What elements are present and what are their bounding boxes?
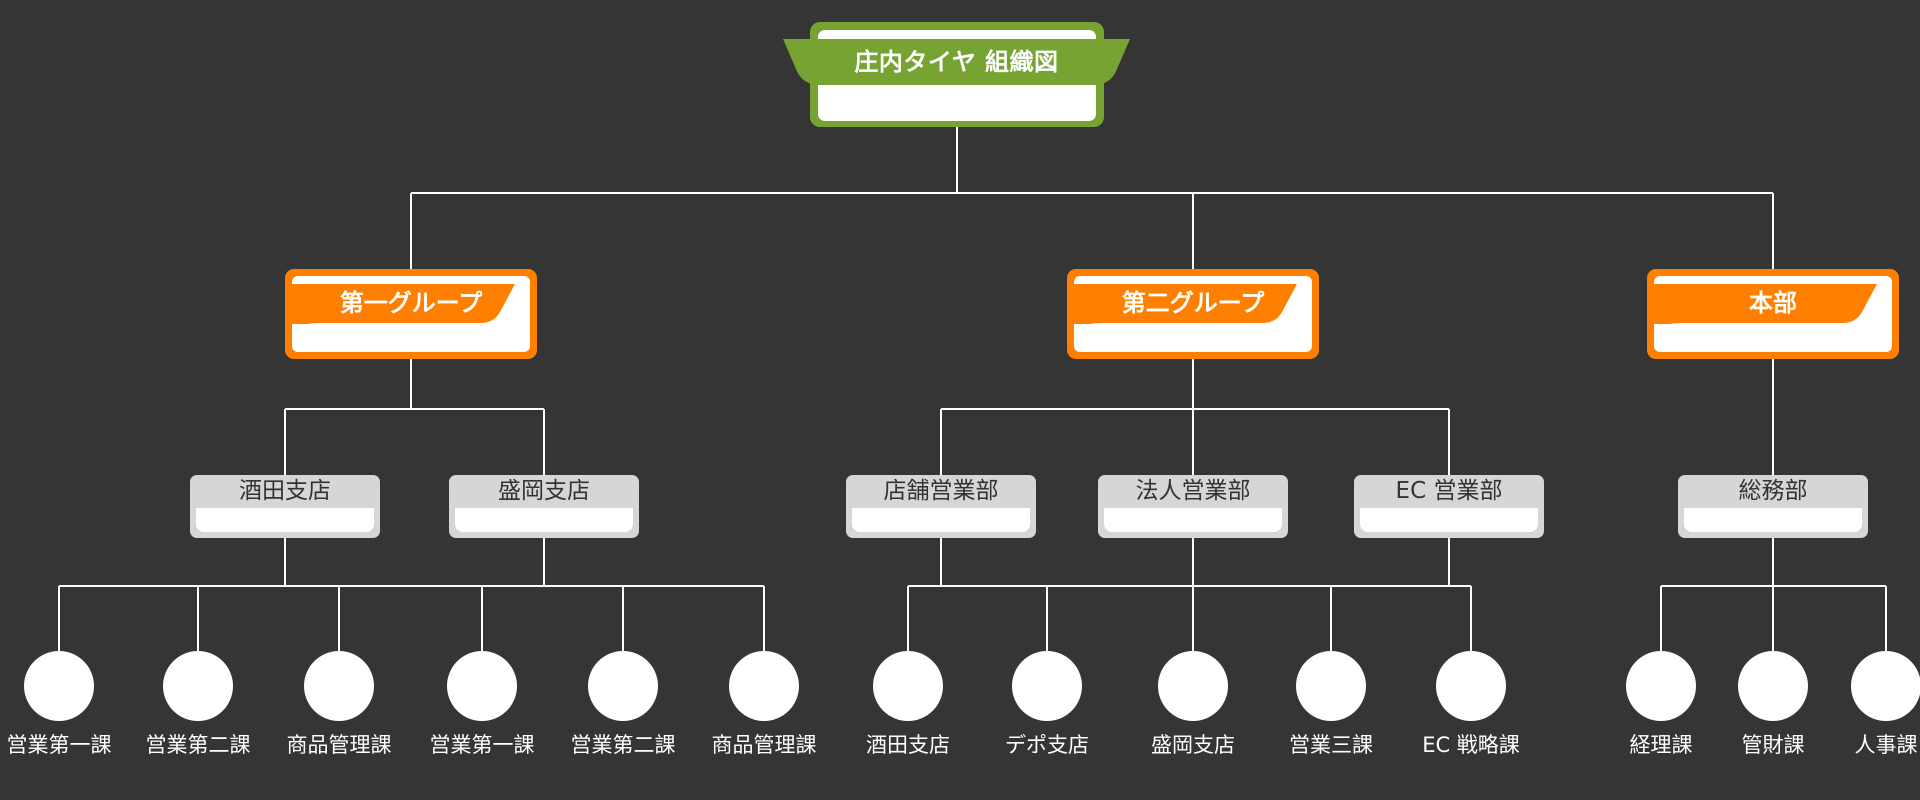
- group-title: 第一グループ: [339, 289, 483, 317]
- group-node-body: [1654, 276, 1892, 352]
- group-node[interactable]: 第一グループ: [285, 269, 537, 359]
- group-title: 本部: [1749, 289, 1797, 317]
- department-title: 総務部: [1738, 478, 1808, 504]
- department-node[interactable]: 法人営業部: [1098, 475, 1288, 538]
- section-node-icon[interactable]: [1296, 651, 1366, 721]
- department-node[interactable]: 店舗営業部: [846, 475, 1036, 538]
- department-node[interactable]: 酒田支店: [190, 475, 380, 538]
- section-label: 商品管理課: [711, 733, 817, 757]
- department-title: EC 営業部: [1395, 478, 1503, 504]
- root-banner-shape: [783, 39, 1130, 85]
- root-title-banner: 庄内タイヤ 組織図: [783, 39, 1130, 85]
- section-node-icon[interactable]: [873, 651, 943, 721]
- department-node[interactable]: EC 営業部: [1354, 475, 1544, 538]
- section-node-icon[interactable]: [24, 651, 94, 721]
- section-node-icon[interactable]: [1436, 651, 1506, 721]
- section-label: 営業三課: [1289, 733, 1373, 757]
- group-banner-shape: [1074, 284, 1297, 324]
- department-title: 法人営業部: [1135, 478, 1251, 504]
- department-node-body: [1360, 508, 1538, 532]
- department-node-body: [1684, 508, 1862, 532]
- group-banner-shape: [1654, 284, 1877, 324]
- section-node-icon[interactable]: [729, 651, 799, 721]
- root-title: 庄内タイヤ 組織図: [854, 48, 1059, 76]
- section-node-icon[interactable]: [1738, 651, 1808, 721]
- section-label: 酒田支店: [866, 733, 950, 757]
- section-label: 人事課: [1854, 733, 1918, 757]
- group-title: 第二グループ: [1121, 289, 1265, 317]
- department-node[interactable]: 総務部: [1678, 475, 1868, 538]
- group-node[interactable]: 本部: [1647, 269, 1899, 359]
- section-node-icon[interactable]: [1012, 651, 1082, 721]
- section-node-icon[interactable]: [1626, 651, 1696, 721]
- section-label: 商品管理課: [286, 733, 392, 757]
- section-node-icon[interactable]: [447, 651, 517, 721]
- section-label: 営業第一課: [6, 733, 112, 757]
- department-node-body: [852, 508, 1030, 532]
- section-node-icon[interactable]: [1851, 651, 1920, 721]
- section-node-icon[interactable]: [1158, 651, 1228, 721]
- department-node-body: [455, 508, 633, 532]
- section-node-icon[interactable]: [304, 651, 374, 721]
- section-label: 営業第一課: [429, 733, 535, 757]
- group-node[interactable]: 第二グループ: [1067, 269, 1319, 359]
- department-node-body: [1104, 508, 1282, 532]
- section-label: 営業第二課: [145, 733, 251, 757]
- group-node-body: [292, 276, 530, 352]
- group-node-body: [1074, 276, 1312, 352]
- department-title: 店舗営業部: [883, 478, 999, 504]
- group-banner-shape: [292, 284, 515, 324]
- section-label: 盛岡支店: [1151, 733, 1235, 757]
- department-node[interactable]: 盛岡支店: [449, 475, 639, 538]
- section-node-icon[interactable]: [163, 651, 233, 721]
- section-label: 経理課: [1629, 733, 1693, 757]
- department-title: 酒田支店: [239, 478, 331, 504]
- section-label: 営業第二課: [570, 733, 676, 757]
- section-label: デポ支店: [1005, 733, 1089, 757]
- section-node-icon[interactable]: [588, 651, 658, 721]
- section-label: 管財課: [1741, 733, 1805, 757]
- section-label: EC 戦略課: [1422, 733, 1520, 757]
- department-node-body: [196, 508, 374, 532]
- department-title: 盛岡支店: [498, 478, 590, 504]
